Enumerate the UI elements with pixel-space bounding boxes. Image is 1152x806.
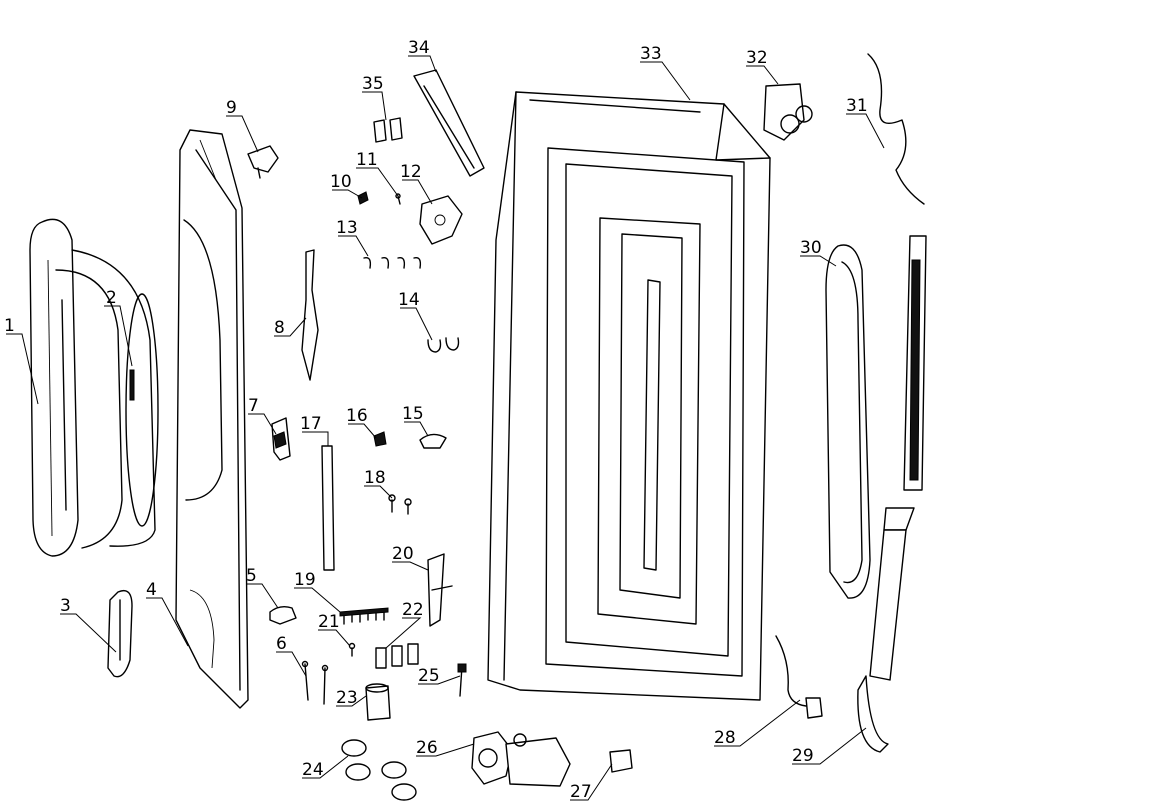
part-3-handle	[107, 589, 133, 678]
callout-12: 12	[400, 162, 422, 182]
leader-lines	[6, 55, 885, 801]
callout-8: 8	[274, 318, 285, 338]
callout-32: 32	[746, 48, 768, 68]
part-30-gasket	[825, 244, 871, 599]
part-23-capacitor	[365, 683, 391, 721]
callout-25: 25	[418, 666, 440, 686]
part-12-board	[419, 195, 463, 245]
callout-14: 14	[398, 290, 420, 310]
part-6-springs	[301, 660, 329, 705]
part-24-feet	[341, 739, 417, 801]
callout-23: 23	[336, 688, 358, 708]
callout-6: 6	[276, 634, 287, 654]
callout-30: 30	[800, 238, 822, 258]
callout-35: 35	[362, 74, 384, 94]
part-28-power-cord	[775, 635, 823, 719]
part-4-front-panel	[175, 129, 249, 709]
callout-28: 28	[714, 728, 736, 748]
part-33-cabinet	[487, 91, 771, 701]
part-26-drain-pump	[471, 731, 571, 787]
part-32-inlet-valve	[763, 83, 813, 141]
callout-29: 29	[792, 746, 814, 766]
callout-19: 19	[294, 570, 316, 590]
callout-34: 34	[408, 38, 430, 58]
callout-17: 17	[300, 414, 322, 434]
callout-7: 7	[248, 396, 259, 416]
part-13-hooks	[363, 257, 422, 269]
part-9-knob	[247, 145, 279, 179]
part-7-door-switch	[271, 417, 291, 461]
part-16-clip	[373, 431, 387, 447]
callout-20: 20	[392, 544, 414, 564]
part-1-door	[29, 218, 156, 557]
callout-33: 33	[640, 44, 662, 64]
callout-9: 9	[226, 98, 237, 118]
callout-10: 10	[330, 172, 352, 192]
part-18-screws	[388, 494, 412, 515]
part-5-clamp	[269, 605, 297, 625]
part-17-rod	[321, 445, 335, 571]
part-10-clip	[357, 191, 369, 205]
part-29-drain-hose	[857, 235, 927, 753]
part-27-connector	[609, 749, 633, 773]
callout-13: 13	[336, 218, 358, 238]
part-2-glass	[125, 293, 159, 527]
callout-27: 27	[570, 782, 592, 802]
callout-3: 3	[60, 596, 71, 616]
callout-2: 2	[106, 288, 117, 308]
part-11-screw	[395, 193, 401, 205]
part-22-feet-bolts	[375, 643, 419, 669]
callout-21: 21	[318, 612, 340, 632]
part-15-clamp	[419, 433, 447, 449]
part-34-drawer-rail	[413, 69, 485, 177]
part-14-u-clips	[427, 337, 460, 353]
part-8-bracket	[301, 249, 319, 381]
callout-5: 5	[246, 566, 257, 586]
callout-22: 22	[402, 600, 424, 620]
callout-16: 16	[346, 406, 368, 426]
callout-15: 15	[402, 404, 424, 424]
callout-labels: 1 2 3 4 5 6 7 8 9 10 11 12 13 14 15 16 1…	[4, 38, 868, 802]
part-35-clips	[373, 117, 403, 143]
part-19-screw-set	[339, 607, 389, 625]
part-21-screw	[348, 642, 356, 657]
callout-11: 11	[356, 150, 378, 170]
part-20-bracket	[427, 553, 453, 627]
callout-18: 18	[364, 468, 386, 488]
part-25-sensor	[457, 663, 467, 697]
callout-31: 31	[846, 96, 868, 116]
callout-4: 4	[146, 580, 157, 600]
callout-1: 1	[4, 316, 15, 336]
callout-24: 24	[302, 760, 324, 780]
part-31-wire	[867, 53, 925, 205]
callout-26: 26	[416, 738, 438, 758]
